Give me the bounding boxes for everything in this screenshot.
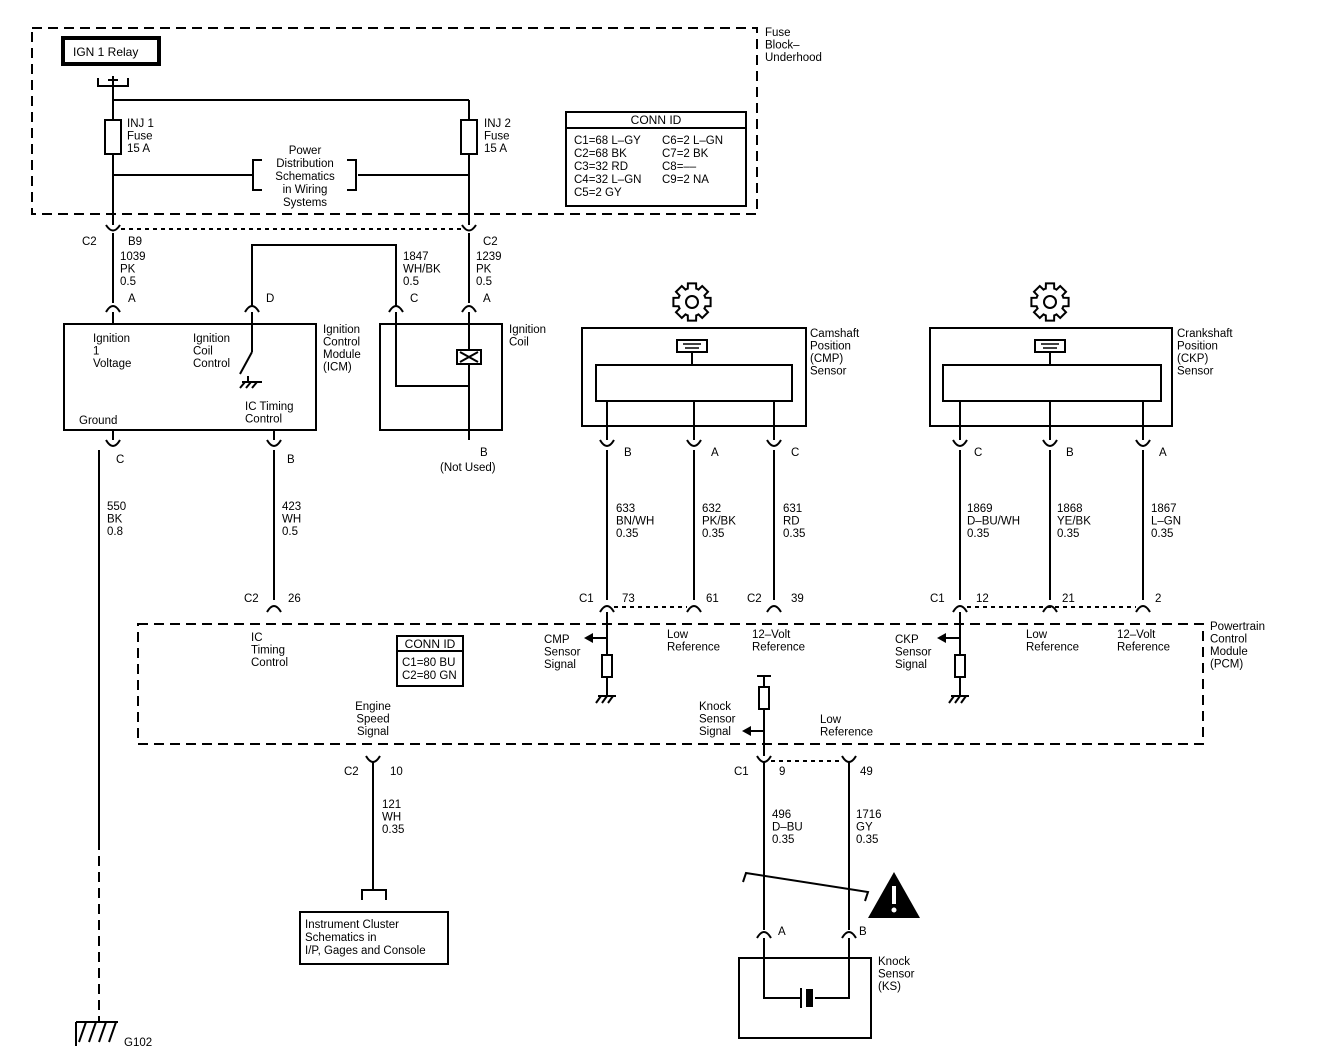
icm-pin-b: B xyxy=(287,454,295,466)
conn-id-top-title: CONN ID xyxy=(631,113,682,127)
icm-ground: Ground xyxy=(79,415,117,427)
cmp-pin-b: B xyxy=(624,447,632,459)
pcm-pin-10: 10 xyxy=(390,766,403,778)
pcm-pin-9: 9 xyxy=(779,766,785,778)
c2-label-left: C2 xyxy=(82,236,97,248)
pcm-c1-12-label: C1 xyxy=(930,593,945,605)
icm-pin-d: D xyxy=(266,293,274,305)
pcm-c1-73-label: C1 xyxy=(579,593,594,605)
pcm-c2-10-label: C2 xyxy=(344,766,359,778)
warning-icon xyxy=(868,872,920,918)
pcm-pin-61: 61 xyxy=(706,593,719,605)
pcm-c1-9-label: C1 xyxy=(734,766,749,778)
c2-label-right: C2 xyxy=(483,236,498,248)
coil-not-used: (Not Used) xyxy=(440,462,496,474)
gear-icon xyxy=(1030,282,1070,322)
coil-pin-b: B xyxy=(480,447,488,459)
icm-pin-a: A xyxy=(128,293,136,305)
cmp-pin-c: C xyxy=(791,447,799,459)
ckp-pin-b: B xyxy=(1066,447,1074,459)
ckp-pin-c: C xyxy=(974,447,982,459)
coil-pin-a: A xyxy=(483,293,491,305)
pcm-c2-39-label: C2 xyxy=(747,593,762,605)
pcm-pin-39: 39 xyxy=(791,593,804,605)
conn-id-pcm-title: CONN ID xyxy=(405,637,456,651)
ks-pin-a: A xyxy=(778,926,786,938)
ign1-relay-label: IGN 1 Relay xyxy=(73,45,138,59)
ground-g102: G102 xyxy=(75,1021,152,1049)
pcm-pin-26: 26 xyxy=(288,593,301,605)
cmp-pin-a: A xyxy=(711,447,719,459)
ckp-pin-a: A xyxy=(1159,447,1167,459)
pcm-pin-73: 73 xyxy=(622,593,635,605)
ign1-relay: IGN 1 Relay xyxy=(61,36,161,66)
icm-pin-c: C xyxy=(116,454,124,466)
ground-g102-label: G102 xyxy=(124,1037,152,1049)
b9-label: B9 xyxy=(128,236,142,248)
coil-pin-c: C xyxy=(410,293,418,305)
pcm-pin-49: 49 xyxy=(860,766,873,778)
pcm-c2-26-label: C2 xyxy=(244,593,259,605)
pcm-pin-21: 21 xyxy=(1062,593,1075,605)
pcm-pin-12: 12 xyxy=(976,593,989,605)
ks-pin-b: B xyxy=(859,926,867,938)
pcm-pin-2: 2 xyxy=(1155,593,1161,605)
gear-icon xyxy=(672,282,712,322)
